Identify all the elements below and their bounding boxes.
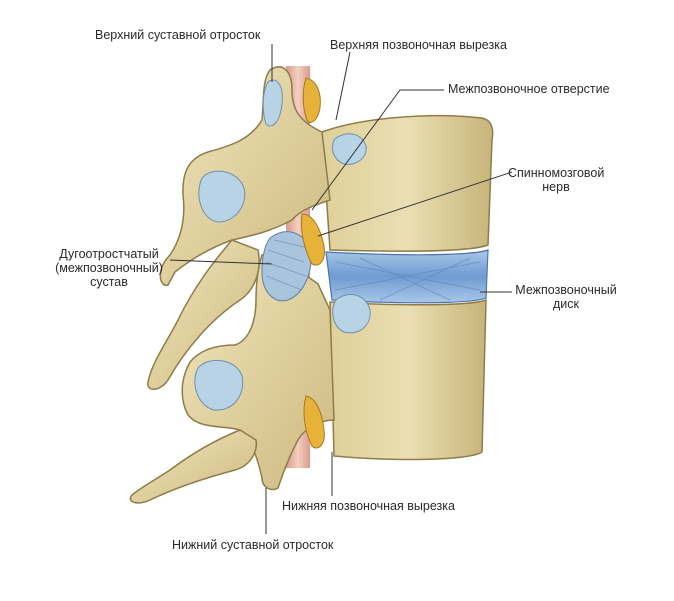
lower-vertebral-body <box>329 298 487 461</box>
transverse-process-facet-upper <box>198 170 246 223</box>
upper-articular-facet <box>262 79 283 127</box>
label-inferior-vertebral-notch: Нижняя позвоночная вырезка <box>282 499 455 513</box>
leader-intervertebral-foramen <box>311 89 444 211</box>
label-facet-joint-line2: (межпозвоночный) <box>55 261 163 275</box>
label-intervertebral-foramen: Межпозвоночное отверстие <box>448 82 610 96</box>
label-spinal-nerve: Спинномозговой нерв <box>508 166 604 194</box>
leader-spinal-nerve <box>317 171 513 237</box>
label-spinal-nerve-line2: нерв <box>542 180 570 194</box>
upper-spinal-nerve <box>302 77 321 123</box>
upper-spinous-process <box>147 239 260 390</box>
upper-vertebral-arch <box>159 66 331 286</box>
lower-spinal-nerve <box>303 395 325 449</box>
label-intervertebral-disc: Межпозвоночный диск <box>510 283 622 311</box>
body-facet-lower <box>332 294 371 334</box>
leader-facet-joint <box>169 259 273 265</box>
body-facet-upper <box>331 133 367 165</box>
label-facet-joint-line1: Дугоотростчатый <box>59 247 159 261</box>
lower-spinous-process <box>129 429 258 504</box>
middle-spinal-nerve <box>301 213 325 266</box>
leader-superior-vertebral-notch <box>335 51 351 121</box>
label-intervertebral-disc-line1: Межпозвоночный <box>515 283 617 297</box>
label-superior-vertebral-notch: Верхняя позвоночная вырезка <box>330 38 507 52</box>
label-superior-articular-process: Верхний суставной отросток <box>95 28 261 42</box>
label-facet-joint: Дугоотростчатый (межпозвоночный) сустав <box>54 247 164 289</box>
label-spinal-nerve-line1: Спинномозговой <box>508 166 605 180</box>
facet-joint <box>261 231 312 302</box>
label-inferior-articular-process: Нижний суставной отросток <box>172 538 334 552</box>
label-facet-joint-line3: сустав <box>90 275 128 289</box>
label-intervertebral-disc-line2: диск <box>553 297 579 311</box>
transverse-process-facet-lower <box>194 360 244 411</box>
